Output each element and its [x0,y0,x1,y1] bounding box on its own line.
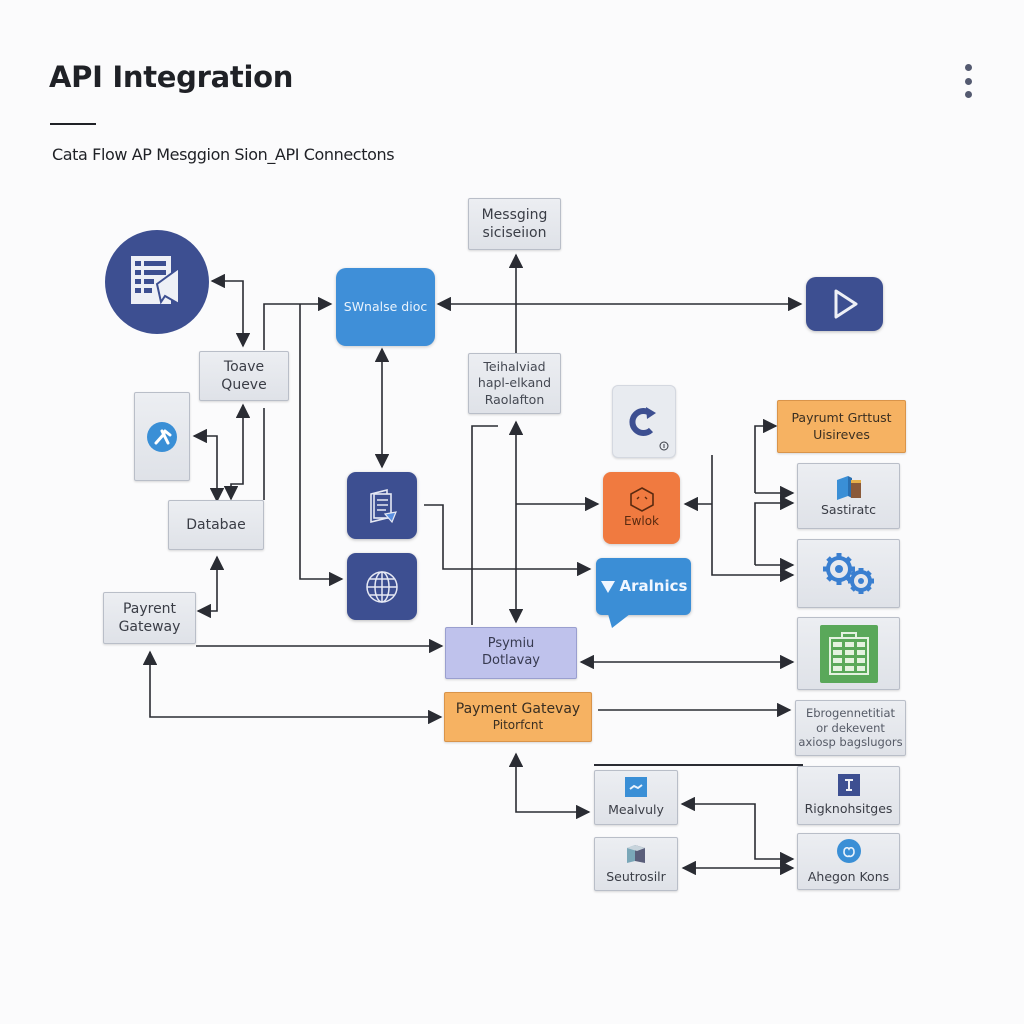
task-queue-line1: Toave [223,358,265,375]
payment-gateway-service-node[interactable]: Payrumt Grttust Uisireves [777,400,906,453]
cube-storage-icon [836,475,861,500]
wire-tools-to-db [192,428,225,503]
storage-label: Sastiratc [820,501,877,517]
payment-dataway-line2: Dotlavay [482,653,540,668]
gears-icon [822,552,874,594]
globe-icon [366,570,398,603]
payment-gateway-platform-line1: Payment Gatevay [455,701,581,718]
technical-resolution-line3: Raolafton [484,391,545,407]
task-queue-node[interactable]: Toave Queve [199,351,289,401]
technical-resolution-node[interactable]: Teihalviad hapl-elkand Raolafton [468,353,561,414]
payment-gateway-service-line2: Uisireves [813,426,870,442]
wire-queue-to-service [263,296,333,350]
spreadsheet-chat-icon [131,256,180,306]
tools-node[interactable] [134,392,190,481]
wire-dataway-to-resolution [471,425,498,625]
engagement-line1: Ebrogennetitiat [805,705,896,720]
service-hub-label: SWnalse dioc [343,298,428,314]
engagement-line3: axiosp bagslugors [798,735,903,750]
storage-box-node[interactable]: Seutrosilr [594,837,678,891]
wire-platform-to-monthly [508,752,591,820]
payment-gateway-left-line2: Gateway [118,619,181,635]
payment-gateway-service-line1: Payrumt Grttust [791,410,892,426]
payment-gateway-platform-node[interactable]: Payment Gatevay Pitorfcnt [444,692,592,742]
pin-tile-icon [837,773,860,796]
engagement-node[interactable]: Ebrogennetitiat or dekevent axiosp bagsl… [795,700,906,756]
event-hook-node[interactable]: Ewlok [603,472,680,544]
service-hub-node[interactable]: SWnalse dioc [336,268,435,346]
agent-notes-label: Ahegon Kons [807,868,890,884]
event-hook-label: Ewlok [623,514,660,529]
wire-branch-to-payment-service [754,418,778,493]
info-icon[interactable] [659,441,669,451]
wire-db-to-queue [223,403,251,501]
rights-label: Rigknohsitges [804,800,893,816]
document-node[interactable] [347,472,417,539]
speech-tail [608,614,630,628]
chart-tile-icon [625,776,647,797]
wire-branch-to-storage-b [754,495,795,565]
wire-fanout-vertical [711,455,795,583]
refresh-node[interactable] [612,385,676,458]
settings-gears-node[interactable] [797,539,900,608]
payment-dataway-node[interactable]: Psymiu Dotlavay [445,627,577,679]
wire-monthly-to-notes [680,796,795,867]
messaging-node[interactable]: Messging siciseiıon [468,198,561,250]
analytics-node[interactable]: Aralnics [596,558,691,628]
tools-icon [147,421,177,452]
apple-circle-icon [836,838,861,863]
wire-queue-to-spreadsheet [210,273,251,348]
technical-resolution-line2: hapl-elkand [477,375,552,391]
payment-dataway-line1: Psymiu [487,636,535,652]
hexagon-hook-icon [629,487,654,513]
database-node[interactable]: Databae [168,500,264,550]
box-icon [627,844,645,863]
document-icon [370,488,397,523]
analytics-label: Aralnics [619,576,688,595]
rights-node[interactable]: Rigknohsitges [797,766,900,825]
sheets-node[interactable] [797,617,900,690]
storage-node[interactable]: Sastiratc [797,463,900,529]
spreadsheet-chat-node[interactable] [105,230,209,334]
engagement-line2: or dekevent [816,720,885,735]
payment-gateway-left-node[interactable]: Payrent Gateway [103,592,196,644]
kebab-dot [964,77,972,85]
wire-db-to-gateway [196,555,225,619]
monthly-node[interactable]: Mealvuly [594,770,678,825]
messaging-line1: Messging [481,206,548,223]
refresh-icon [629,406,656,436]
payment-gateway-left-line1: Payrent [122,600,177,617]
more-menu-button[interactable] [958,64,978,98]
analytics-logo-icon [600,580,615,593]
storage-box-label: Seutrosilr [606,868,666,884]
kebab-vertical-icon [964,64,972,71]
kebab-dot [964,91,972,98]
globe-node[interactable] [347,553,417,620]
page-subtitle: Cata Flow AP Mesggion Sion_API Connecton… [52,145,395,164]
play-node[interactable] [806,277,883,331]
wire-document-to-analytics [424,504,592,577]
payment-gateway-platform-line2: Pitorfcnt [492,718,544,733]
technical-resolution-line1: Teihalviad [483,359,546,375]
wire-gateway-to-platform [142,650,443,725]
title-divider [50,123,96,125]
task-queue-line2: Queve [221,377,267,393]
play-icon [834,289,857,319]
green-spreadsheet-icon [819,624,878,683]
page-title: API Integration [49,60,294,94]
agent-notes-node[interactable]: Ahegon Kons [797,833,900,890]
wire-trunk-to-globe [299,304,344,587]
messaging-line2: siciseiıon [482,225,547,241]
database-label: Databae [186,516,246,533]
monthly-label: Mealvuly [608,801,664,817]
